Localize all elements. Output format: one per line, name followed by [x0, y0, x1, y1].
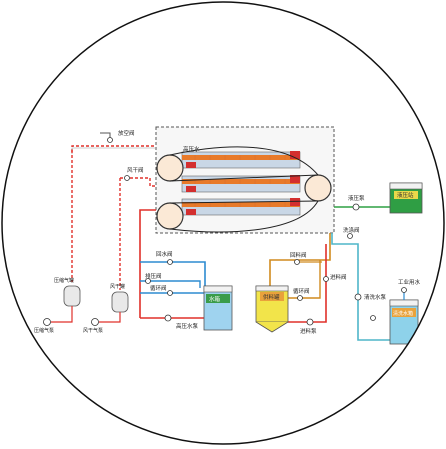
hydraulic-pump-icon [352, 203, 360, 211]
label-drain-valve: 排压阀 [145, 272, 162, 280]
label-cleaning-tank: 清洗水箱 [393, 310, 413, 317]
label-circulation-valve-mid: 循环阀 [293, 287, 310, 295]
label-high-pressure-water: 高压水 [183, 145, 200, 153]
return-water-valve-icon [167, 259, 173, 265]
feed-pump-icon [306, 318, 314, 326]
circulation-valve-mid-icon [297, 295, 303, 301]
hp-water-pump-icon [164, 314, 172, 322]
feed-line-vertical [288, 244, 327, 323]
wash-line [331, 233, 392, 341]
cleaning-pump-icon [354, 293, 362, 301]
hp-water-line-bottom [140, 310, 211, 319]
label-vent-valve: 放空阀 [118, 129, 135, 137]
feed-tank: 供料罐 [255, 285, 289, 333]
vent-pipe [100, 132, 111, 138]
label-water-tank: 水箱 [209, 295, 221, 303]
label-return-water-valve: 回水阀 [156, 250, 173, 258]
label-hydraulic-station: 液压站 [397, 191, 414, 199]
label-return-material-valve: 回料阀 [290, 251, 307, 259]
feed-line-main [269, 233, 331, 286]
compressed-air-pump-pipe [51, 306, 73, 323]
feed-valve-icon [323, 276, 329, 282]
cleaning-tank: 清洗水箱 [389, 299, 419, 345]
label-fan-valve-top: 风干阀 [127, 166, 144, 174]
membrane-plates [181, 151, 301, 216]
label-high-pressure-water-pump: 高压水泵 [176, 322, 199, 330]
air-pipe-top [71, 145, 156, 152]
water-tank: 水箱 [203, 285, 233, 331]
vent-valve-icon [107, 137, 113, 143]
label-fan-dry-pump: 风干气泵 [83, 327, 103, 334]
fan-dry-pump-pipe [99, 312, 121, 323]
air-pipe-top-shadow [71, 147, 156, 154]
label-cleaning-pump: 清洗水泵 [364, 293, 387, 301]
label-feed-pump: 进料泵 [300, 327, 317, 335]
drain-valve-icon [145, 278, 151, 284]
fan-dry-line-top [120, 177, 156, 187]
industrial-water-valve-icon [401, 287, 407, 293]
diagram-content: 高压水 放空阀 风干阀 压缩气罐 风干罐 压缩气泵 风干气泵 [34, 126, 423, 345]
label-feed-valve: 进料阀 [330, 273, 347, 281]
fan-valve-icon [124, 175, 130, 181]
fan-dry-tank [111, 291, 129, 313]
cleaning-return-valve-icon [370, 315, 376, 321]
wash-valve-icon [347, 233, 353, 239]
return-water-line [140, 261, 206, 288]
label-feed-tank: 供料罐 [263, 293, 280, 301]
fan-dry-pump-icon [91, 318, 99, 326]
label-circulation-valve-left: 循环阀 [150, 284, 167, 292]
label-wash-valve: 洗涤阀 [343, 226, 360, 234]
return-material-valve-icon [294, 259, 300, 265]
label-compressed-air-tank: 压缩气罐 [54, 277, 74, 284]
label-industrial-water: 工业用水 [398, 278, 421, 286]
label-hydraulic-pump: 液压泵 [348, 194, 365, 202]
hydraulic-station: 液压站 [389, 182, 423, 214]
circulation-valve-left-icon [167, 290, 173, 296]
belt-path [169, 146, 319, 233]
compressed-air-pump-icon [43, 318, 51, 326]
label-fan-dry-tank: 风干罐 [110, 283, 125, 290]
drain-line [140, 280, 201, 288]
label-compressed-air-pump: 压缩气泵 [34, 327, 54, 334]
hp-water-line-vertical [139, 209, 156, 318]
compressed-air-tank [63, 285, 81, 307]
